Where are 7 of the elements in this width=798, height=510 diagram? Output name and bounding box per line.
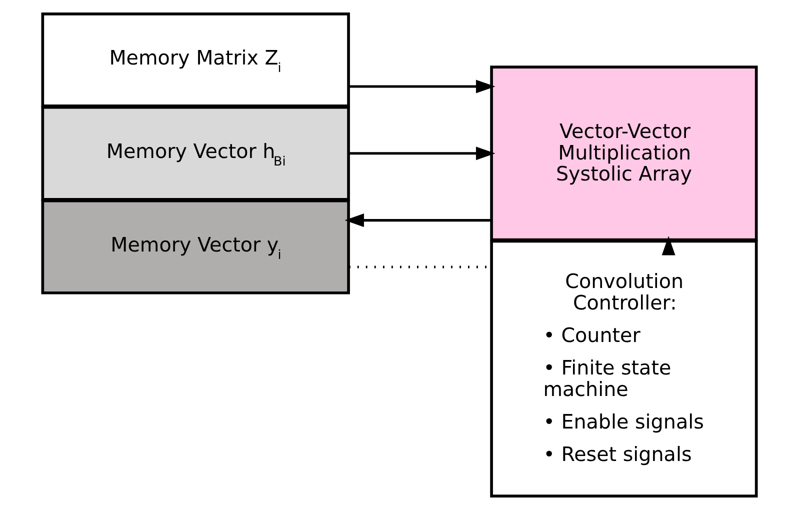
arrow <box>344 214 491 228</box>
node-box: Memory Vector h$_{Bi}$ <box>40 106 350 201</box>
arrow <box>661 236 675 256</box>
node-box: Memory Vector y$_{i}$ <box>40 199 350 294</box>
arrow <box>348 146 495 160</box>
node-box: Memory Matrix Z$_{i}$ <box>40 12 350 108</box>
arrow <box>348 80 495 94</box>
